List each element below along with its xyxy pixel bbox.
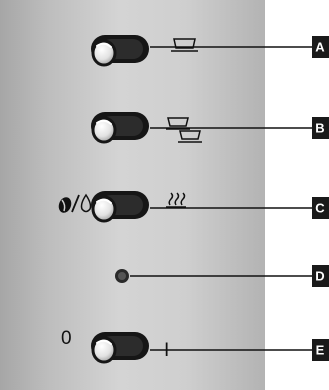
grounds-water-icon (57, 195, 91, 215)
off-label: 0 (61, 328, 72, 349)
two-cups-icon (166, 118, 202, 142)
callout-label-c: C (315, 201, 325, 216)
callout-label-b: B (315, 121, 324, 136)
button-a[interactable] (91, 35, 149, 65)
callout-badge-b: B (312, 117, 329, 139)
callout-badge-a: A (312, 36, 329, 58)
callout-label-e: E (316, 343, 325, 358)
callout-label-d: D (315, 269, 324, 284)
button-e[interactable] (91, 332, 149, 362)
button-b[interactable] (91, 112, 149, 142)
steam-icon (166, 193, 186, 207)
callout-badge-c: C (312, 197, 329, 219)
indicator-light-d (115, 269, 129, 283)
button-c[interactable] (91, 191, 149, 221)
callout-badge-d: D (312, 265, 329, 287)
single-cup-icon (171, 39, 198, 51)
callout-badge-e: E (312, 339, 329, 361)
callout-label-a: A (315, 40, 325, 55)
